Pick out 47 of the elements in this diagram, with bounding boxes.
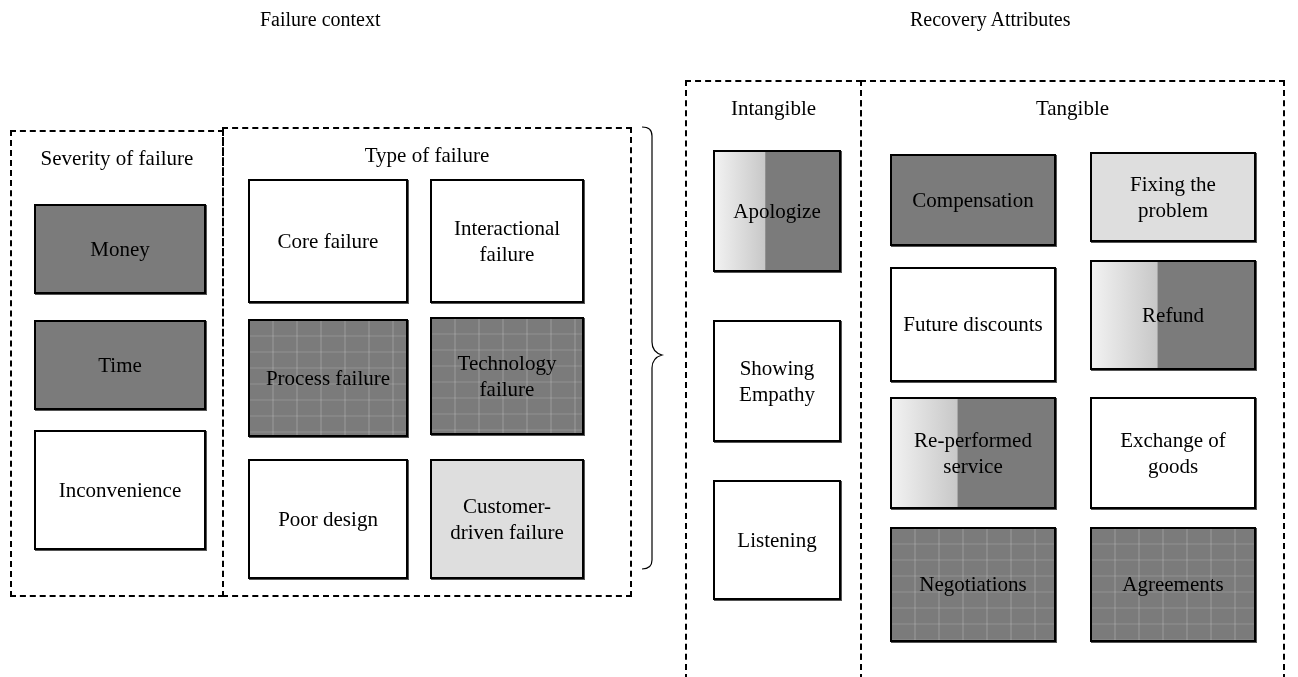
box-label: Future discounts	[902, 311, 1044, 338]
box-label: Agreements	[1121, 571, 1225, 598]
box-label: Listening	[736, 526, 818, 554]
category-box	[34, 320, 206, 410]
box-label: Money	[89, 235, 151, 263]
category-box	[1090, 397, 1256, 509]
box-label: Interactional failure	[452, 214, 562, 268]
category-box	[713, 480, 841, 600]
box-label: Process failure	[264, 364, 392, 392]
section-title: Failure context	[260, 8, 381, 31]
box-label: Exchange of goods	[1119, 426, 1227, 480]
group-frame	[10, 130, 224, 597]
group-heading: Intangible	[729, 96, 818, 121]
box-label: Compensation	[911, 186, 1035, 214]
category-box	[430, 459, 584, 579]
category-box	[430, 179, 584, 303]
category-box	[1090, 260, 1256, 370]
category-box	[890, 527, 1056, 642]
category-box	[1090, 152, 1256, 242]
category-box	[248, 319, 408, 437]
group-frame	[222, 127, 632, 597]
category-box	[713, 320, 841, 442]
group-frame	[860, 80, 1285, 677]
category-box	[890, 397, 1056, 509]
category-box	[890, 267, 1056, 382]
box-label: Negotiations	[918, 571, 1028, 598]
box-label: Core failure	[276, 227, 380, 255]
box-label: Technology failure	[456, 349, 558, 403]
group-heading: Type of failure	[363, 143, 491, 168]
group-frame	[685, 80, 862, 677]
group-heading: Severity of failure	[39, 146, 195, 171]
category-box	[713, 150, 841, 272]
category-box	[248, 459, 408, 579]
category-box	[34, 430, 206, 550]
category-box	[1090, 527, 1256, 642]
category-box	[248, 179, 408, 303]
category-box	[430, 317, 584, 435]
box-label: Customer-driven failure	[449, 492, 565, 546]
box-label: Showing Empathy	[738, 354, 816, 408]
box-label: Inconvenience	[57, 476, 183, 504]
category-box	[890, 154, 1056, 246]
section-title: Recovery Attributes	[910, 8, 1071, 31]
box-label: Time	[97, 351, 143, 379]
group-heading: Tangible	[1034, 96, 1111, 121]
box-label: Poor design	[277, 505, 379, 533]
box-label: Fixing the problem	[1129, 170, 1217, 224]
category-box	[34, 204, 206, 294]
